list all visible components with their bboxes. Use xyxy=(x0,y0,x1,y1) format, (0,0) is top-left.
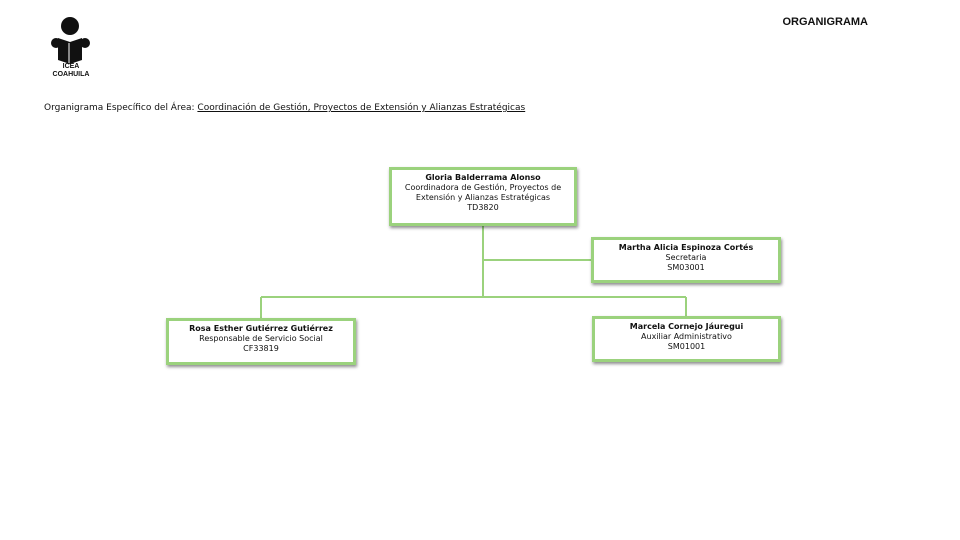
node-code: TD3820 xyxy=(467,203,499,212)
logo-text-icea: ICEA xyxy=(62,63,80,70)
node-role-line1: Coordinadora de Gestión, Proyectos de xyxy=(404,183,562,192)
node-name: Martha Alicia Espinoza Cortés xyxy=(618,243,754,252)
node-name: Rosa Esther Gutiérrez Gutiérrez xyxy=(189,324,333,333)
node-code: SM03001 xyxy=(667,263,705,272)
org-node-coordinadora: Gloria Balderrama Alonso Coordinadora de… xyxy=(389,167,577,226)
node-role: Responsable de Servicio Social xyxy=(199,334,323,343)
node-name: Gloria Balderrama Alonso xyxy=(425,173,541,182)
page-subtitle: Organigrama Específico del Área: Coordin… xyxy=(44,103,525,113)
node-code: CF33819 xyxy=(243,344,279,353)
logo-text-coahuila: COAHUILA xyxy=(52,71,90,78)
node-name: Marcela Cornejo Jáuregui xyxy=(629,322,744,331)
page-title: ORGANIGRAMA xyxy=(782,16,868,28)
org-node-secretaria: Martha Alicia Espinoza Cortés Secretaria… xyxy=(591,237,781,283)
node-role-line2: Extensión y Alianzas Estratégicas xyxy=(415,193,551,202)
node-role: Secretaria xyxy=(665,253,707,262)
subtitle-area-link: Coordinación de Gestión, Proyectos de Ex… xyxy=(197,103,526,113)
node-code: SM01001 xyxy=(667,342,706,351)
org-node-auxiliar-administrativo: Marcela Cornejo Jáuregui Auxiliar Admini… xyxy=(592,316,781,362)
icea-logo-icon xyxy=(51,17,90,64)
node-role: Auxiliar Administrativo xyxy=(641,332,732,341)
org-node-servicio-social: Rosa Esther Gutiérrez Gutiérrez Responsa… xyxy=(166,318,356,365)
subtitle-prefix: Organigrama Específico del Área: xyxy=(44,103,198,113)
